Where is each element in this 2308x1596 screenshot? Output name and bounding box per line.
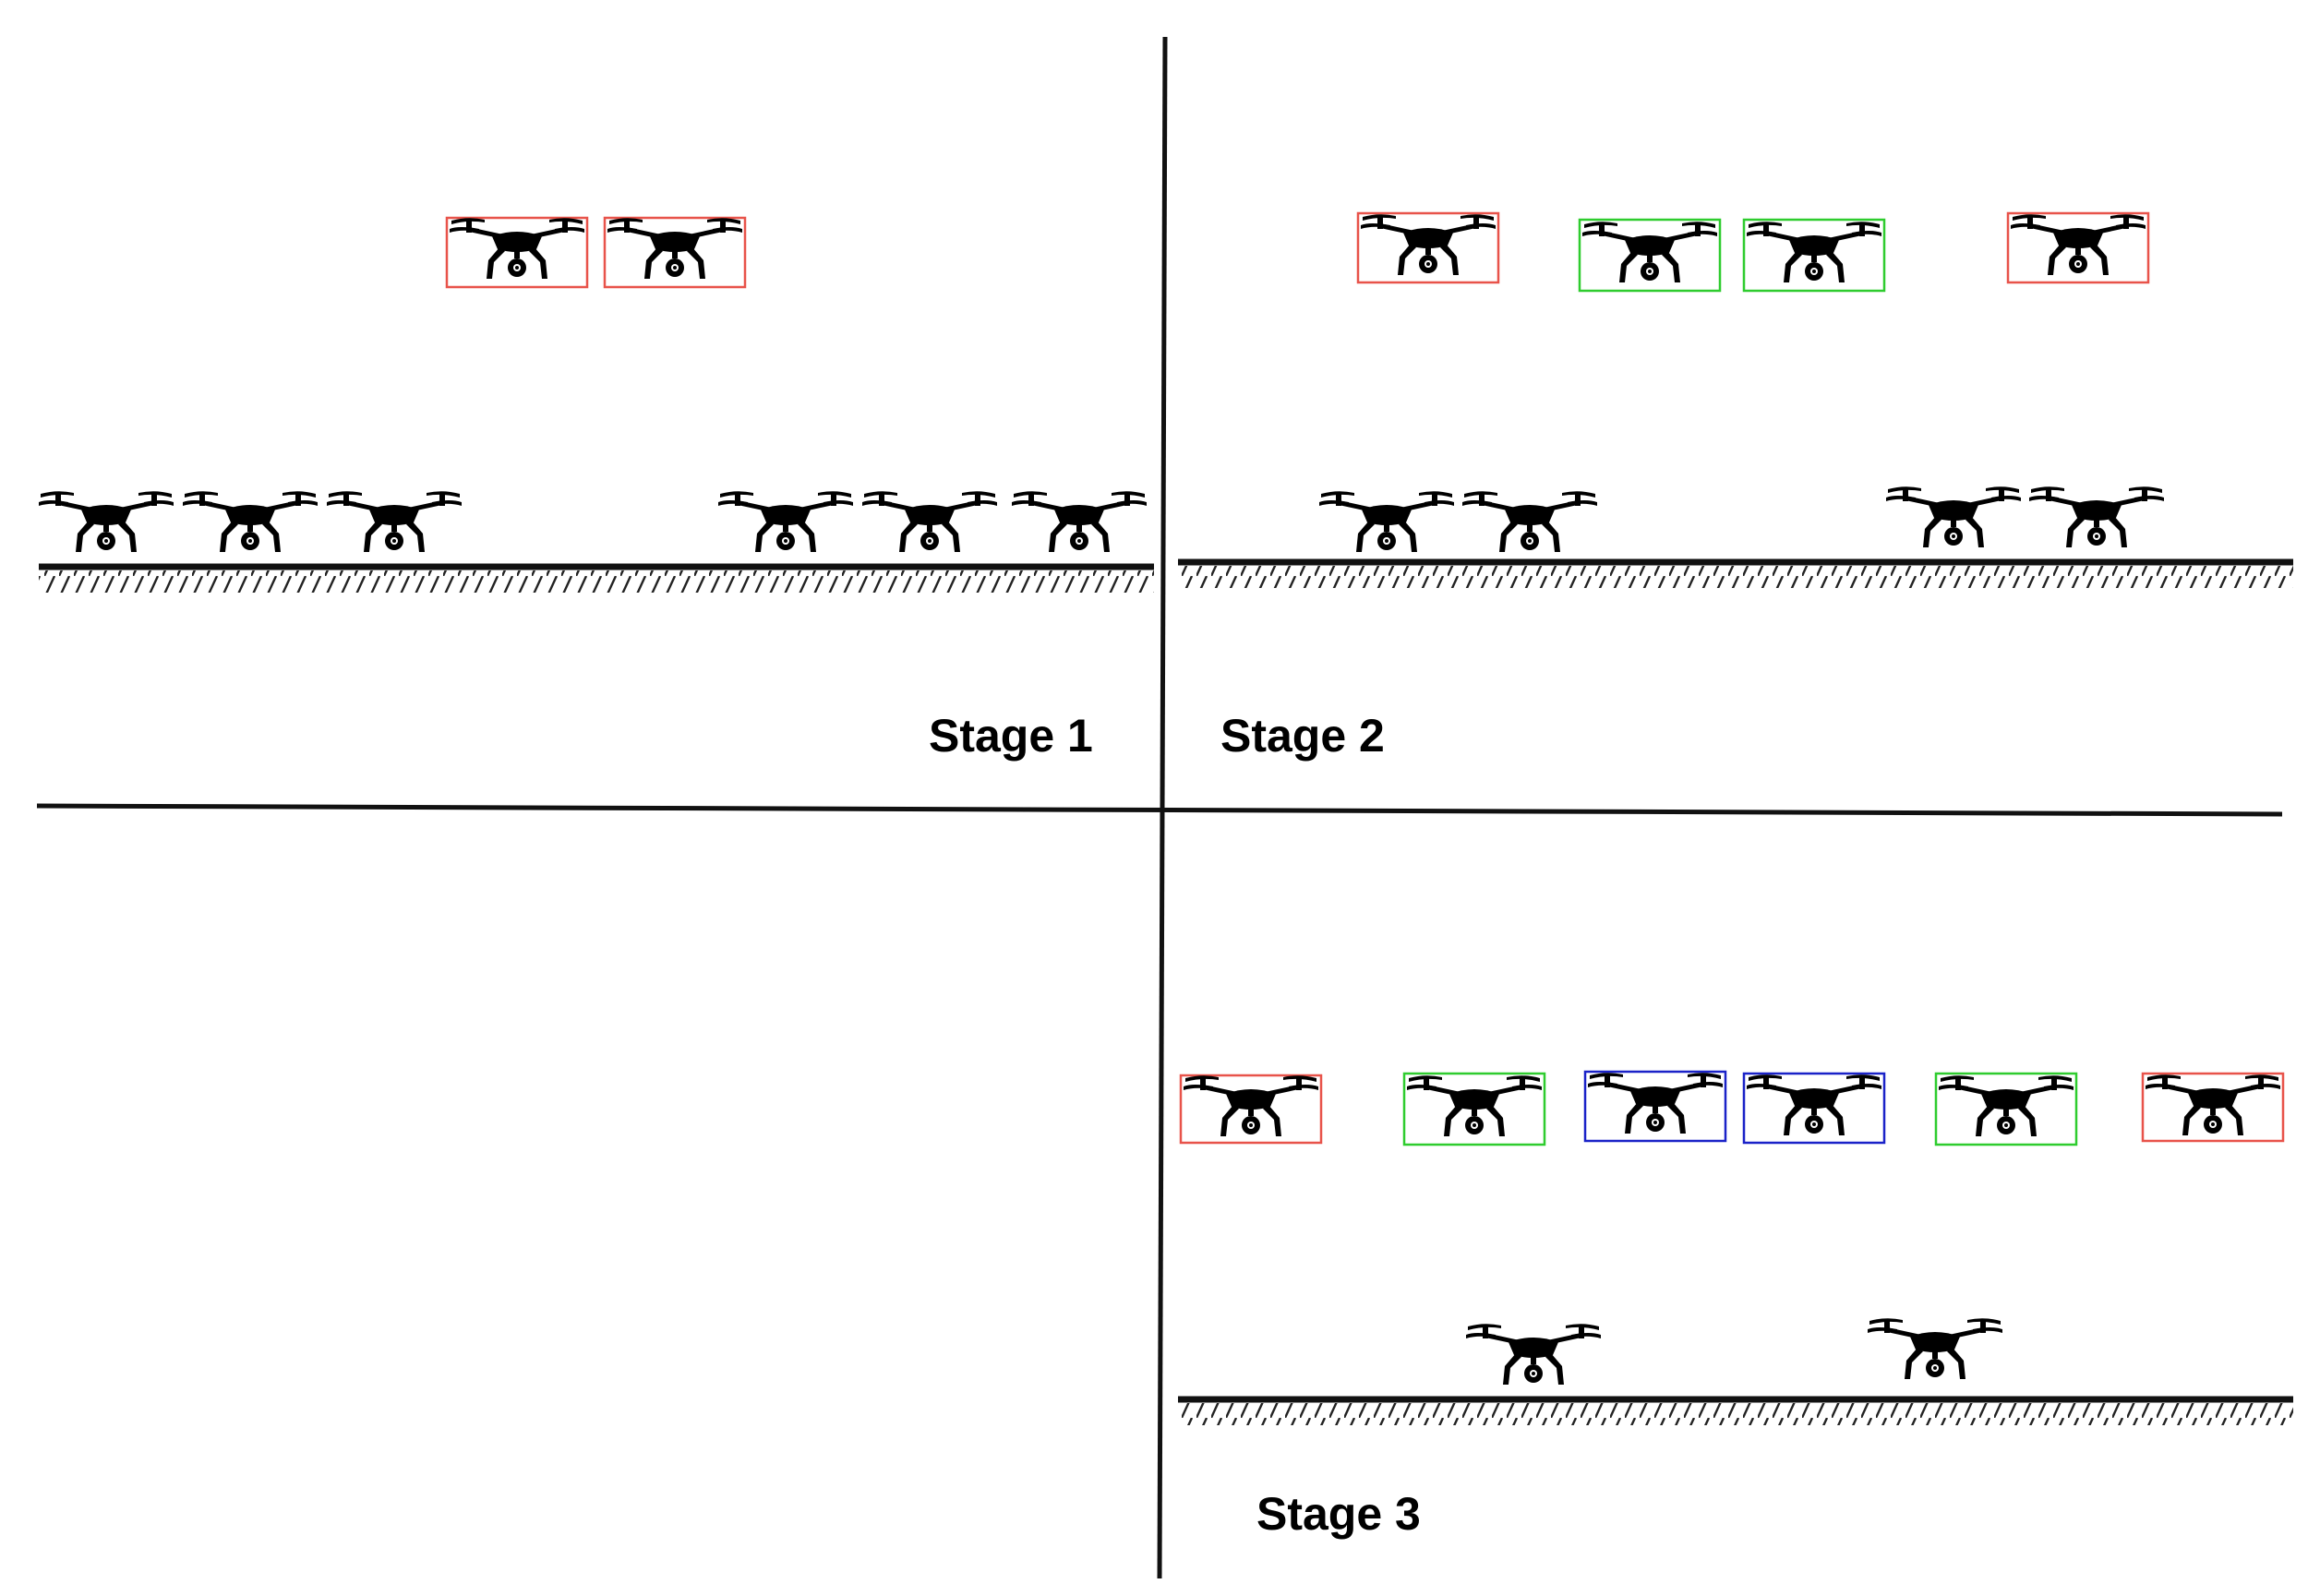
drone-icon — [1462, 491, 1597, 552]
drone-icon — [450, 218, 584, 279]
stage-3-label: Stage 3 — [1256, 1488, 1421, 1540]
blue-selection-box — [1583, 1070, 1727, 1143]
ground-stage-2 — [1178, 558, 2293, 588]
drone-icon — [1886, 486, 2021, 547]
horizontal-divider — [36, 803, 2283, 817]
red-selection-box — [2006, 211, 2150, 284]
green-selection-box — [1742, 218, 1886, 293]
drone-icon — [2146, 1074, 2280, 1135]
drone-icon — [2011, 214, 2146, 275]
drone-icon — [1012, 491, 1147, 552]
green-selection-box — [1934, 1072, 2078, 1146]
vertical-divider — [1157, 36, 1168, 1579]
red-selection-box — [1179, 1074, 1323, 1145]
drone-icon — [183, 491, 318, 552]
drone-icon — [1868, 1318, 2002, 1379]
drone-icon — [1582, 222, 1717, 282]
red-selection-box — [2141, 1072, 2285, 1143]
blue-selection-box — [1742, 1072, 1886, 1145]
drone-icon — [1466, 1324, 1601, 1385]
green-selection-box — [1578, 218, 1722, 293]
red-selection-box — [1356, 211, 1500, 284]
drone-icon — [1588, 1073, 1723, 1134]
drone-icon — [39, 491, 174, 552]
drone-icon — [1747, 222, 1881, 282]
drone-icon — [1747, 1074, 1881, 1135]
green-selection-box — [1402, 1072, 1546, 1146]
drone-icon — [327, 491, 462, 552]
stage-1-label: Stage 1 — [929, 710, 1093, 762]
drone-icon — [1184, 1075, 1318, 1136]
drone-icon — [2029, 486, 2164, 547]
ground-stage-1 — [39, 563, 1154, 593]
ground-stage-3 — [1178, 1396, 2293, 1425]
red-selection-box — [445, 216, 589, 289]
stage-2-label: Stage 2 — [1220, 710, 1385, 762]
red-selection-box — [603, 216, 747, 289]
drone-icon — [1361, 214, 1496, 275]
drone-icon — [1939, 1075, 2074, 1136]
drone-icon — [1407, 1075, 1542, 1136]
drone-icon — [862, 491, 997, 552]
drone-icon — [607, 218, 742, 279]
drone-icon — [1319, 491, 1454, 552]
drone-icon — [718, 491, 853, 552]
